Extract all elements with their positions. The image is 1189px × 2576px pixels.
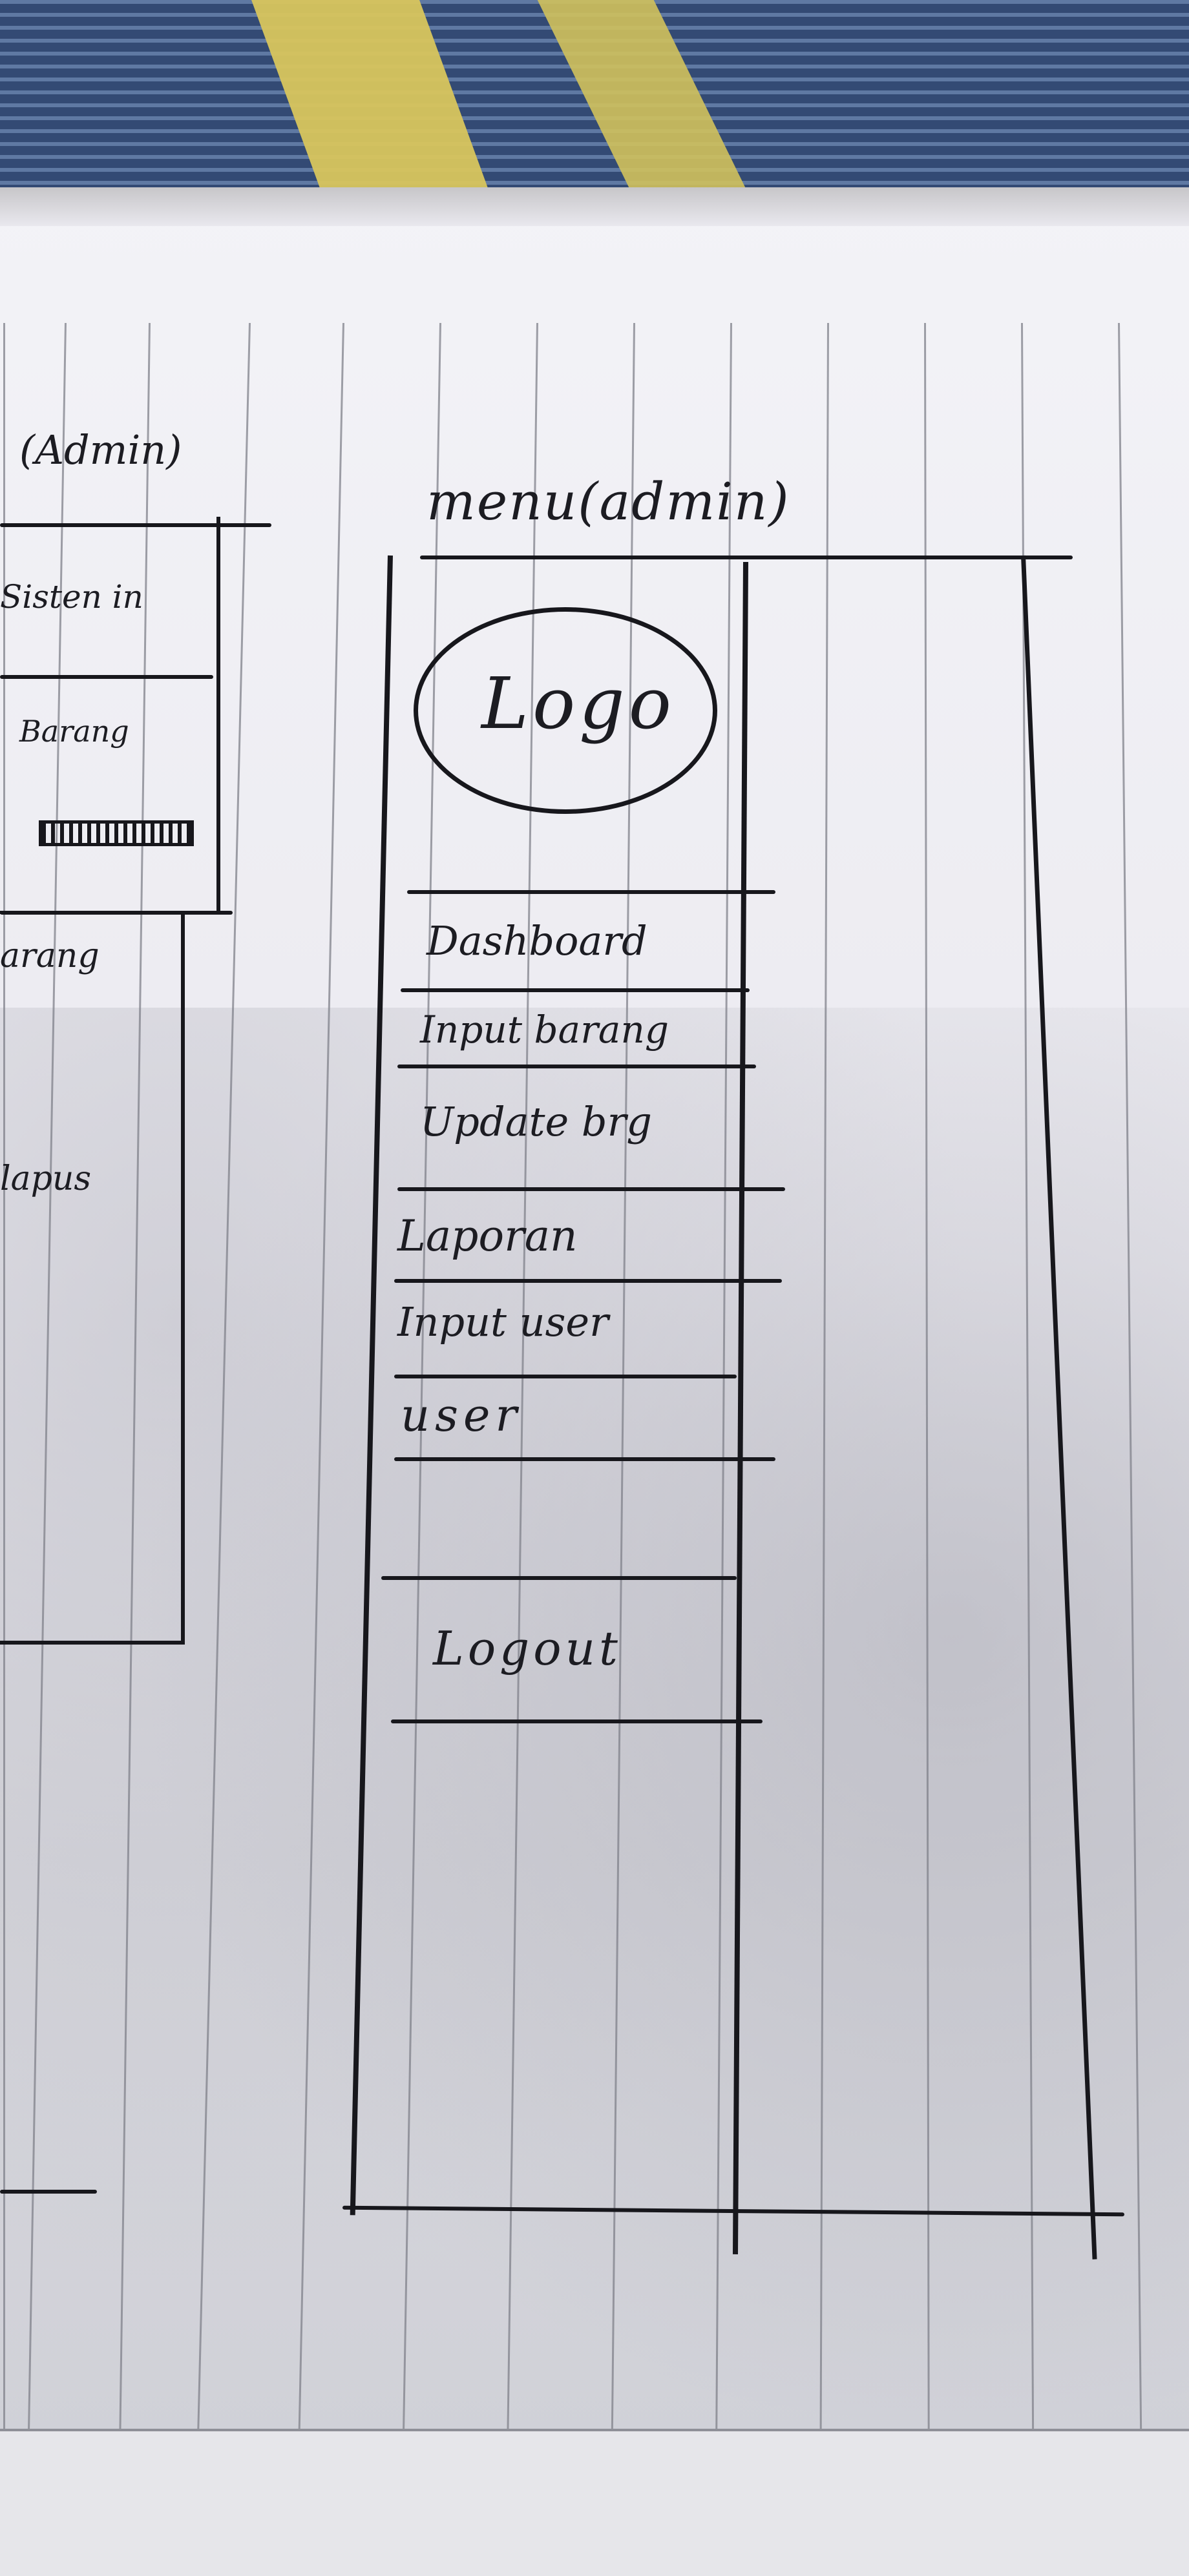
fabric-yellow-stripe	[525, 0, 755, 207]
left-sketch-text: Barang	[19, 714, 129, 749]
left-sketch-header-text: Sisten in	[0, 578, 143, 616]
left-sketch-text: lapus	[0, 1159, 92, 1198]
sidebar-divider	[381, 1576, 737, 1580]
fabric-yellow-stripe	[242, 0, 495, 207]
left-sketch-scribble-box	[39, 820, 194, 846]
logo-label: Logo	[481, 662, 675, 745]
sidebar-divider	[394, 1457, 775, 1461]
sidebar-item-update-brg[interactable]: Update brg	[420, 1098, 652, 1145]
sidebar-divider	[394, 1279, 782, 1283]
left-content-panel	[0, 911, 185, 1645]
sidebar-item-dashboard[interactable]: Dashboard	[426, 917, 647, 964]
sidebar-item-input-barang[interactable]: Input barang	[420, 1008, 669, 1052]
hand-shadow	[0, 1008, 1189, 2573]
sidebar-divider	[401, 988, 750, 992]
menu-sketch-title: menu(admin)	[426, 472, 790, 532]
left-divider	[0, 523, 271, 527]
sidebar-item-input-user[interactable]: Input user	[397, 1298, 609, 1345]
left-divider	[0, 911, 233, 915]
sidebar-divider	[397, 1065, 756, 1068]
sidebar-item-user[interactable]: user	[401, 1389, 522, 1442]
logo-placeholder	[414, 607, 717, 814]
sidebar-divider	[407, 890, 775, 894]
sidebar-item-logout[interactable]: Logout	[433, 1621, 622, 1676]
left-bottom-line	[0, 2190, 97, 2194]
menu-top-border	[420, 556, 1073, 559]
sidebar-divider	[391, 1719, 763, 1723]
next-page-edge	[0, 2429, 1189, 2576]
sidebar-divider	[397, 1187, 785, 1191]
fabric-background	[0, 0, 1189, 207]
left-sketch-title: (Admin)	[19, 426, 182, 473]
left-sketch-text: arang	[0, 937, 100, 975]
ruled-line	[3, 323, 5, 2571]
left-divider	[0, 675, 213, 679]
sidebar-divider	[394, 1375, 737, 1378]
sidebar-item-laporan[interactable]: Laporan	[397, 1211, 578, 1261]
